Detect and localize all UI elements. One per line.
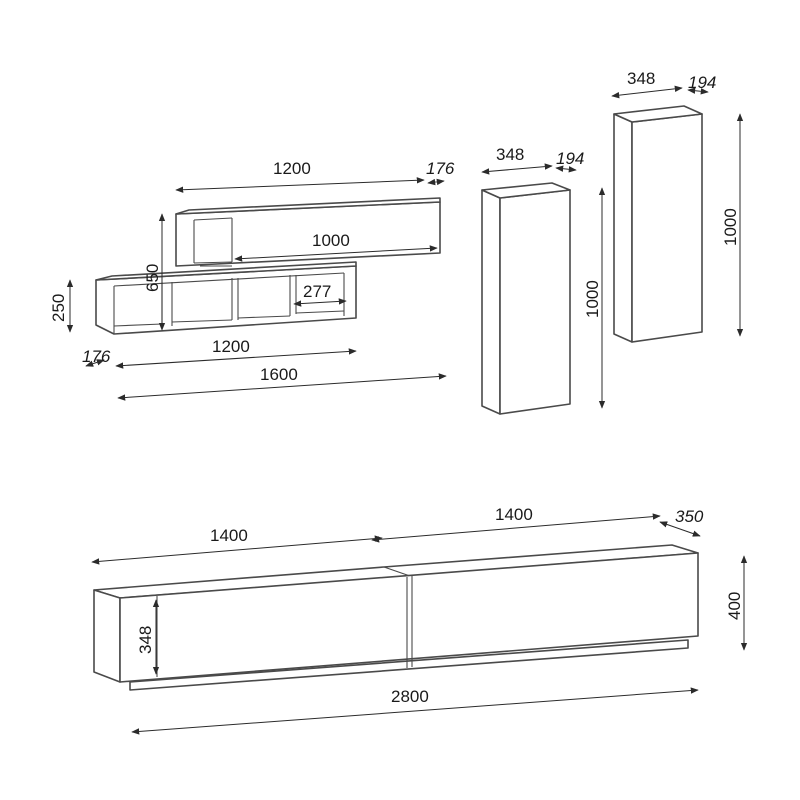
dim-shelf-top-inner: 1000 <box>234 231 438 262</box>
dim-label: 1200 <box>212 337 250 356</box>
dim-tv-depth: 350 <box>659 507 704 537</box>
wall-shelf-unit: 1200 176 1000 650 250 277 1200 <box>49 159 455 401</box>
dim-label: 350 <box>675 507 704 526</box>
dim-label: 176 <box>426 159 455 178</box>
dim-label: 2800 <box>391 687 429 706</box>
dim-tv-door-height: 348 <box>136 599 160 675</box>
dim-label: 348 <box>496 145 524 164</box>
dim-shelf-box-height: 250 <box>49 279 74 333</box>
tall-cabinet-2: 348 194 1000 <box>611 69 744 343</box>
dim-cab1-width: 348 <box>481 145 553 175</box>
dim-label: 1000 <box>312 231 350 250</box>
dim-shelf-cube-width: 277 <box>293 282 347 307</box>
dim-label: 250 <box>49 294 68 322</box>
dim-shelf-top-depth: 176 <box>426 159 455 186</box>
dim-label: 1000 <box>721 208 740 246</box>
tv-unit: 1400 1400 350 400 348 2800 <box>91 505 748 735</box>
dim-shelf-top-width: 1200 <box>175 159 425 193</box>
dim-shelf-bottom-depth: 176 <box>82 347 111 367</box>
dim-label: 277 <box>303 282 331 301</box>
dim-label: 194 <box>688 73 716 92</box>
dim-label: 650 <box>143 264 162 292</box>
dim-tv-left-width: 1400 <box>91 526 383 565</box>
dim-label: 176 <box>82 347 111 366</box>
dim-label: 1200 <box>273 159 311 178</box>
tall-cabinet-1: 348 194 1000 <box>481 145 606 415</box>
dim-tv-total-width: 2800 <box>131 687 699 735</box>
dim-label: 1600 <box>260 365 298 384</box>
shelf-upper-box <box>175 197 441 267</box>
dim-cab1-height: 1000 <box>583 187 606 409</box>
dim-cab2-height: 1000 <box>721 113 744 337</box>
dim-label: 348 <box>627 69 655 88</box>
dim-tv-right-width: 1400 <box>371 505 661 543</box>
dim-label: 194 <box>556 149 584 168</box>
dim-label: 1400 <box>495 505 533 524</box>
dim-tv-height: 400 <box>725 555 748 651</box>
dim-label: 400 <box>725 592 744 620</box>
dim-cab1-depth: 194 <box>555 149 584 173</box>
dim-label: 348 <box>136 626 155 654</box>
dim-cab2-width: 348 <box>611 69 683 99</box>
dim-cab2-depth: 194 <box>687 73 716 95</box>
dim-shelf-height: 650 <box>143 213 166 331</box>
dim-label: 1400 <box>210 526 248 545</box>
dim-shelf-bottom-width: 1200 <box>115 337 357 369</box>
dim-label: 1000 <box>583 280 602 318</box>
dim-shelf-total-width: 1600 <box>117 365 447 401</box>
